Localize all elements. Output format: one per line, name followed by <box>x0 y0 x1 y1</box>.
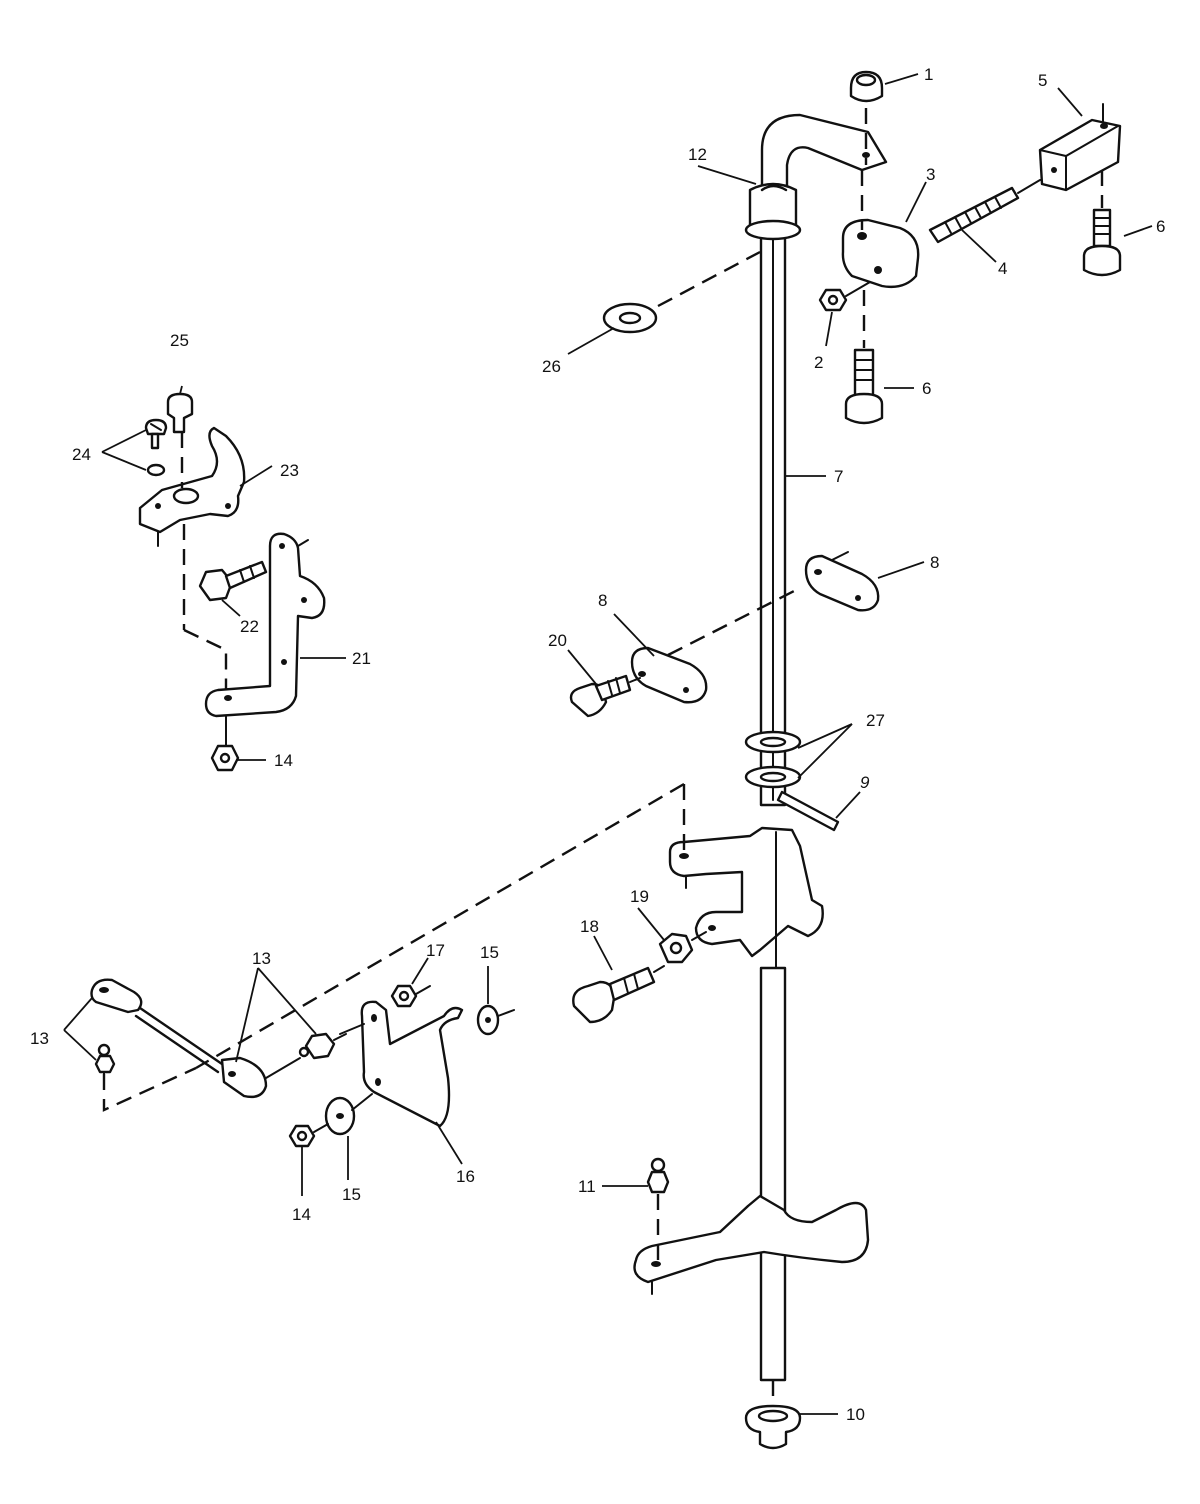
callout-10: 10 <box>846 1405 865 1424</box>
nut-14-lower <box>288 1124 316 1148</box>
callout-6-lower: 6 <box>922 379 931 398</box>
top-nut <box>849 70 884 103</box>
callout-14-lower: 14 <box>292 1205 311 1224</box>
plug-25 <box>166 392 194 434</box>
slotted-screw <box>569 674 632 718</box>
nut-17 <box>390 984 431 1008</box>
threaded-rod <box>928 179 1041 244</box>
shaft-lever-upper <box>668 826 824 969</box>
bracket-23 <box>138 426 246 547</box>
bracket-plate <box>360 1000 464 1128</box>
callout-27: 27 <box>866 711 885 730</box>
ball-stud-right <box>298 1032 347 1060</box>
callout-21: 21 <box>352 649 371 668</box>
screw-upper <box>1082 208 1122 277</box>
spacer-washers <box>744 730 802 789</box>
clamp-bracket-right <box>804 554 880 612</box>
callout-22: 22 <box>240 617 259 636</box>
snap-ring <box>602 302 658 334</box>
vertical-shaft <box>759 228 787 1382</box>
callout-6-upper: 6 <box>1156 217 1165 236</box>
callout-3: 3 <box>926 165 935 184</box>
callout-15-left: 15 <box>342 1185 361 1204</box>
callout-13-top: 13 <box>252 949 271 968</box>
callout-13-left: 13 <box>30 1029 49 1048</box>
ball-stud-left <box>94 1043 116 1081</box>
callout-16: 16 <box>456 1167 475 1186</box>
callout-2: 2 <box>814 353 823 372</box>
washer-15-right <box>476 1004 515 1036</box>
callout-19: 19 <box>630 887 649 906</box>
block-clamp <box>841 218 920 289</box>
screw-lower <box>844 348 884 425</box>
callout-15-right: 15 <box>480 943 499 962</box>
shaft-lever-lower <box>633 1194 870 1295</box>
callout-25: 25 <box>170 331 189 350</box>
callout-7: 7 <box>834 467 843 486</box>
end-block <box>1038 118 1122 192</box>
leader-lines <box>63 73 1153 1415</box>
washer-15-left <box>324 1096 356 1136</box>
small-nut <box>818 288 848 312</box>
screw-24 <box>144 418 168 477</box>
callout-4: 4 <box>998 259 1007 278</box>
callout-26: 26 <box>542 357 561 376</box>
callout-12: 12 <box>688 145 707 164</box>
pin <box>776 790 840 832</box>
mounting-bracket-21 <box>204 532 326 718</box>
callout-18: 18 <box>580 917 599 936</box>
callout-8-left: 8 <box>598 591 607 610</box>
callout-9: 9 <box>860 773 870 792</box>
lock-washer <box>658 932 694 964</box>
callout-11: 11 <box>578 1177 596 1196</box>
hex-bolt-22 <box>198 560 268 602</box>
callout-8-right: 8 <box>930 553 939 572</box>
callout-1: 1 <box>924 65 933 84</box>
adjusting-screw <box>572 966 656 1024</box>
callout-17: 17 <box>426 941 445 960</box>
ball-stud <box>646 1157 670 1194</box>
callout-20: 20 <box>548 631 567 650</box>
callout-23: 23 <box>280 461 299 480</box>
clamp-bracket-left <box>630 646 708 704</box>
bottom-bushing <box>744 1404 802 1450</box>
callout-14-upper: 14 <box>274 751 293 770</box>
callout-5: 5 <box>1038 71 1047 90</box>
nut-14-upper <box>210 744 240 772</box>
callout-labels: 1 2 3 4 5 6 6 7 8 8 9 10 11 12 13 13 14 … <box>30 65 1165 1424</box>
top-bent-arm <box>744 113 888 241</box>
link-rod-assembly <box>90 978 268 1099</box>
callout-24: 24 <box>72 445 91 464</box>
